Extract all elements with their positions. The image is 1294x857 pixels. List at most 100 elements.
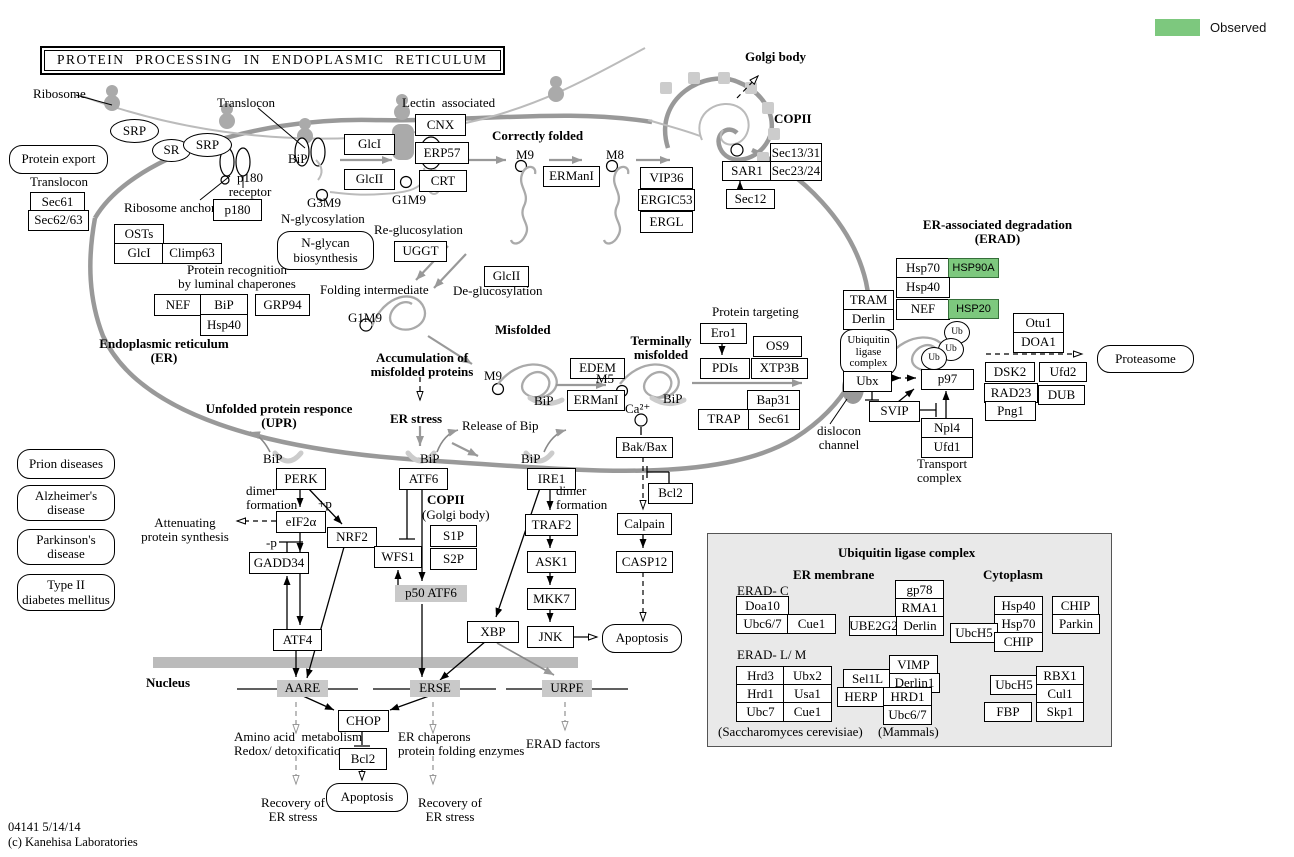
gene-ergl[interactable]: ERGL (640, 211, 693, 233)
gene-hsp20[interactable]: HSP20 (948, 299, 999, 319)
gene-cue1[interactable]: Cue1 (783, 702, 832, 722)
gene-glcii[interactable]: GlcII (344, 169, 395, 190)
gene-traf2[interactable]: TRAF2 (525, 514, 578, 536)
pathway-apoptosis[interactable]: Apoptosis (326, 783, 408, 812)
gene-hrd3[interactable]: Hrd3 (736, 666, 785, 686)
gene-xtp3b[interactable]: XTP3B (751, 358, 808, 379)
pathway-ubiquitin-ligase-complex[interactable]: Ubiquitin ligase complex (840, 329, 897, 376)
gene-usa1[interactable]: Usa1 (783, 684, 832, 704)
pathway-alzheimer-s-disease[interactable]: Alzheimer's disease (17, 485, 115, 521)
gene-sel1l[interactable]: Sel1L (843, 669, 892, 689)
gene-atf6[interactable]: ATF6 (399, 468, 448, 490)
pathway-type-ii-diabetes-mellitus[interactable]: Type II diabetes mellitus (17, 574, 115, 611)
gene-ubx[interactable]: Ubx (843, 371, 892, 392)
gene-s1p[interactable]: S1P (430, 525, 477, 547)
gene-fbp[interactable]: FBP (984, 702, 1032, 722)
gene-skp1[interactable]: Skp1 (1036, 702, 1084, 722)
gene-calpain[interactable]: Calpain (617, 513, 672, 535)
gene-ubc7[interactable]: Ubc7 (736, 702, 785, 722)
gene-glci[interactable]: GlcI (114, 243, 164, 264)
gene-sar1[interactable]: SAR1 (722, 161, 772, 181)
gene-atf4[interactable]: ATF4 (273, 629, 322, 651)
gene-parkin[interactable]: Parkin (1052, 614, 1100, 634)
gene-sec13-31[interactable]: Sec13/31 (770, 143, 822, 163)
gene-otu1[interactable]: Otu1 (1013, 313, 1064, 334)
gene-chip[interactable]: CHIP (1052, 596, 1099, 616)
gene-cue1[interactable]: Cue1 (787, 614, 836, 634)
gene-dub[interactable]: DUB (1038, 385, 1085, 405)
gene-chop[interactable]: CHOP (338, 710, 389, 732)
gene-ask1[interactable]: ASK1 (527, 551, 576, 573)
gene-vip36[interactable]: VIP36 (640, 167, 693, 189)
gene-eif2[interactable]: eIF2α (276, 511, 326, 533)
gene-rma1[interactable]: RMA1 (895, 598, 944, 618)
gene-os9[interactable]: OS9 (753, 336, 802, 357)
gene-glcii[interactable]: GlcII (484, 266, 529, 287)
gene-chip[interactable]: CHIP (994, 632, 1043, 652)
gene-ero1[interactable]: Ero1 (700, 323, 747, 344)
gene-bcl2[interactable]: Bcl2 (648, 483, 693, 504)
gene-hrd1[interactable]: HRD1 (883, 687, 932, 707)
shape-srp[interactable]: SRP (183, 133, 232, 157)
gene-hsp70[interactable]: Hsp70 (896, 258, 950, 279)
gene-sec12[interactable]: Sec12 (726, 189, 775, 209)
gene-svip[interactable]: SVIP (869, 401, 920, 422)
gene-ubc6-7[interactable]: Ubc6/7 (883, 705, 932, 725)
gene-gadd34[interactable]: GADD34 (249, 552, 309, 574)
gene-tram[interactable]: TRAM (843, 290, 894, 311)
gene-uggt[interactable]: UGGT (394, 241, 447, 262)
gene-ubc6-7[interactable]: Ubc6/7 (736, 614, 789, 634)
pathway-prion-diseases[interactable]: Prion diseases (17, 449, 115, 479)
gene-hsp40[interactable]: Hsp40 (994, 596, 1043, 616)
gene-dsk2[interactable]: DSK2 (985, 362, 1035, 382)
gene-p180[interactable]: p180 (213, 199, 262, 221)
gene-hrd1[interactable]: Hrd1 (736, 684, 785, 704)
pathway-proteasome[interactable]: Proteasome (1097, 345, 1194, 373)
gene-nef[interactable]: NEF (154, 294, 202, 316)
gene-osts[interactable]: OSTs (114, 224, 164, 245)
gene-jnk[interactable]: JNK (527, 626, 574, 648)
gene-hsp40[interactable]: Hsp40 (896, 277, 950, 298)
gene-hsp90a[interactable]: HSP90A (948, 258, 999, 278)
gene-hsp40[interactable]: Hsp40 (200, 314, 248, 336)
gene-doa1[interactable]: DOA1 (1013, 332, 1064, 353)
gene-ubx2[interactable]: Ubx2 (783, 666, 832, 686)
gene-derlin[interactable]: Derlin (896, 616, 944, 636)
pathway-protein-export[interactable]: Protein export (9, 145, 108, 174)
gene-gp78[interactable]: gp78 (895, 580, 944, 600)
gene-edem[interactable]: EDEM (570, 358, 625, 379)
gene-rad23[interactable]: RAD23 (984, 383, 1038, 403)
gene-sec23-24[interactable]: Sec23/24 (770, 161, 822, 181)
gene-climp63[interactable]: Climp63 (162, 243, 222, 264)
gene-bap31[interactable]: Bap31 (747, 390, 800, 411)
gene-hsp70[interactable]: Hsp70 (994, 614, 1043, 634)
gene-xbp[interactable]: XBP (467, 621, 519, 643)
gene-bcl2[interactable]: Bcl2 (339, 748, 387, 770)
gene-sec61[interactable]: Sec61 (30, 192, 85, 213)
gene-ergic53[interactable]: ERGIC53 (638, 189, 695, 211)
gene-ube2g2[interactable]: UBE2G2 (849, 616, 898, 636)
gene-ubch5[interactable]: UbcH5 (990, 675, 1038, 695)
gene-ubch5[interactable]: UbcH5 (950, 623, 998, 643)
shape-ub[interactable]: Ub (921, 347, 947, 370)
gene-mkk7[interactable]: MKK7 (527, 588, 576, 610)
gene-perk[interactable]: PERK (276, 468, 326, 490)
gene-derlin[interactable]: Derlin (843, 309, 894, 330)
pathway-apoptosis[interactable]: Apoptosis (602, 624, 682, 653)
gene-ufd1[interactable]: Ufd1 (921, 437, 973, 458)
gene-ermani[interactable]: ERManI (567, 390, 625, 411)
gene-erp57[interactable]: ERP57 (415, 142, 469, 164)
gene-nrf2[interactable]: NRF2 (327, 527, 377, 548)
gene-pdis[interactable]: PDIs (700, 358, 750, 379)
pathway-n-glycan-biosynthesis[interactable]: N-glycan biosynthesis (277, 231, 374, 270)
pathway-parkinson-s-disease[interactable]: Parkinson's disease (17, 529, 115, 565)
gene-ufd2[interactable]: Ufd2 (1039, 362, 1087, 382)
gene-trap[interactable]: TRAP (698, 409, 750, 430)
gene-vimp[interactable]: VIMP (889, 655, 938, 675)
gene-bak-bax[interactable]: Bak/Bax (616, 437, 673, 458)
gene-npl4[interactable]: Npl4 (921, 418, 973, 439)
shape-srp[interactable]: SRP (110, 119, 159, 143)
gene-doa10[interactable]: Doa10 (736, 596, 789, 616)
gene-rbx1[interactable]: RBX1 (1036, 666, 1084, 686)
gene-bip[interactable]: BiP (200, 294, 248, 316)
